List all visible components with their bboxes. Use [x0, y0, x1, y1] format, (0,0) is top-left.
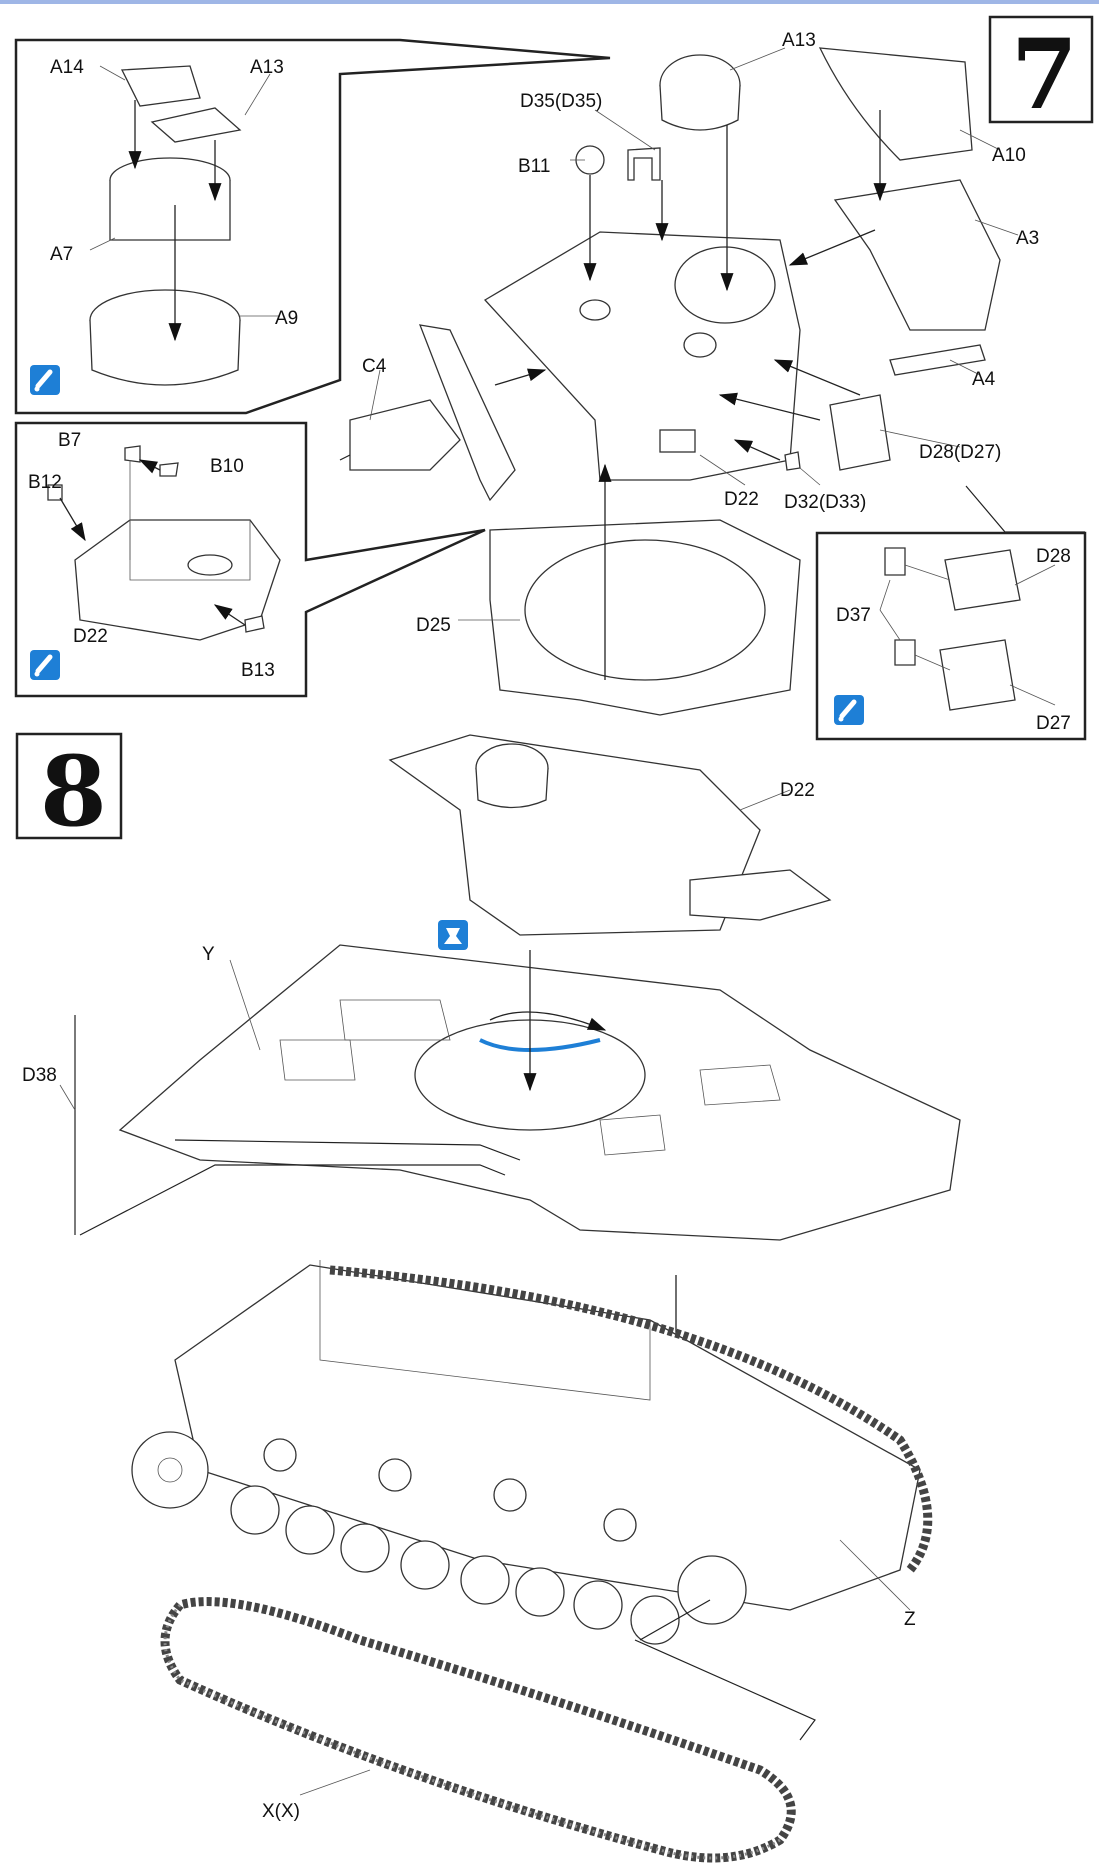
- step-7: 7 A14 A13 A7 A9: [14, 15, 1094, 741]
- label-c4: C4: [362, 356, 387, 377]
- label-b13: B13: [241, 660, 275, 681]
- road-wheels: [230, 1438, 747, 1645]
- label-d37: D37: [836, 605, 871, 626]
- label-a9: A9: [275, 308, 298, 329]
- top-border: [0, 0, 1099, 4]
- turret-interior-parts: [47, 445, 281, 641]
- label-d32-d33: D32(D33): [784, 492, 866, 513]
- step-number-box: [988, 15, 1094, 124]
- step-8: 8 D22 Y: [15, 732, 961, 1863]
- inset-cupola: [14, 38, 611, 415]
- cupola-parts: [89, 65, 280, 386]
- label-z: Z: [904, 1609, 916, 1630]
- label-b10: B10: [210, 456, 244, 477]
- label-a14: A14: [50, 57, 84, 78]
- label-b7: B7: [58, 430, 81, 451]
- label-d35: D35(D35): [520, 91, 602, 112]
- label-a13: A13: [782, 30, 816, 51]
- attention-icon: [30, 365, 60, 395]
- turret-assembly: [339, 47, 1085, 716]
- label-d22-inset: D22: [73, 626, 108, 647]
- label-a10: A10: [992, 145, 1026, 166]
- cement-icon: [438, 920, 468, 950]
- label-d22: D22: [780, 780, 815, 801]
- label-y: Y: [202, 944, 215, 965]
- attention-icon: [834, 695, 864, 725]
- step-number-box: [15, 732, 123, 840]
- label-a7: A7: [50, 244, 73, 265]
- label-a13-inset: A13: [250, 57, 284, 78]
- label-d25: D25: [416, 615, 451, 636]
- label-d28: D28: [1036, 546, 1071, 567]
- inset-turret-interior: [14, 421, 486, 698]
- label-b12: B12: [28, 472, 62, 493]
- upper-hull: [118, 944, 961, 1241]
- antenna-d38: [59, 1015, 506, 1236]
- inset-hatch: [815, 531, 1087, 741]
- assembled-turret: [388, 734, 832, 936]
- label-b11: B11: [518, 156, 550, 177]
- step-number: 7: [1011, 18, 1078, 131]
- hatch-parts: [879, 547, 1056, 711]
- step-number: 8: [40, 735, 107, 848]
- label-a3: A3: [1016, 228, 1039, 249]
- attention-icon: [30, 650, 60, 680]
- label-x: X(X): [262, 1801, 300, 1822]
- label-d27: D27: [1036, 713, 1071, 734]
- track-link-x: [160, 1597, 816, 1863]
- label-d28-d27: D28(D27): [919, 442, 1001, 463]
- label-d22: D22: [724, 489, 759, 510]
- label-d38: D38: [22, 1065, 57, 1086]
- lower-hull: [131, 1260, 933, 1645]
- label-a4: A4: [972, 369, 996, 390]
